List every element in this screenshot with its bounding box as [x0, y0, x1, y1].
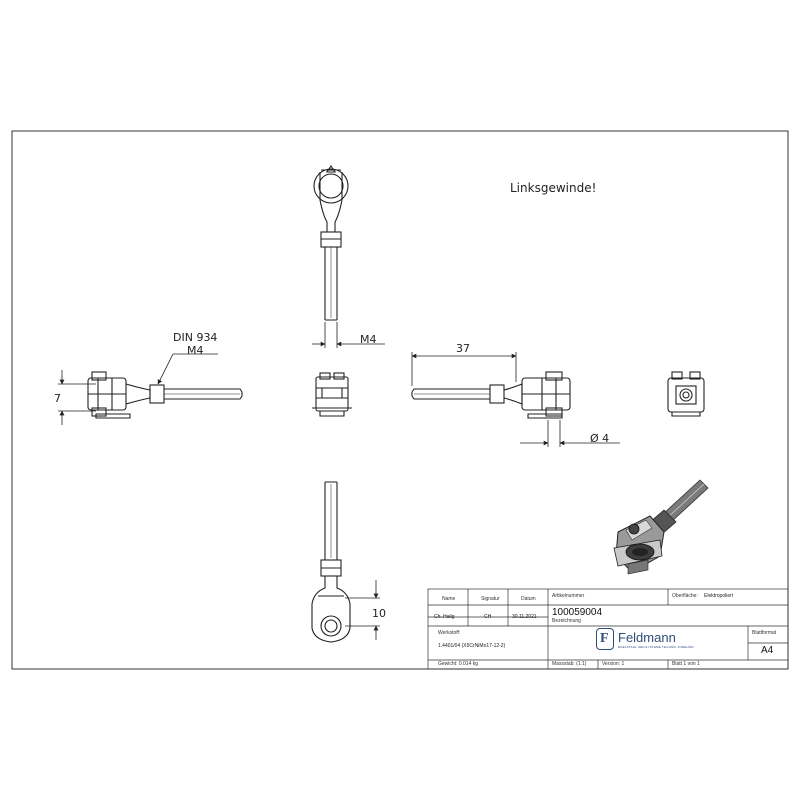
article-number-label: Artikelnummer: [552, 593, 585, 599]
height-dim-left: [58, 370, 96, 425]
thread-size-top-label: M4: [360, 333, 377, 346]
top-view: [313, 165, 349, 321]
sheet-format-label: Blattformat: [752, 630, 777, 636]
sheet-format-value: A4: [761, 645, 774, 656]
surface-value: Elektropoliert: [704, 593, 734, 599]
left-view: [87, 371, 243, 419]
thread-length-label: 37: [456, 342, 470, 355]
article-number-value: 100059004: [552, 607, 603, 618]
date-value: 30.11.2021: [512, 614, 537, 620]
pin-diameter-label: Ø 4: [590, 432, 609, 445]
surface-label: Oberfläche:: [672, 593, 698, 599]
drawing-frame: [11, 130, 789, 670]
date-header: Datum: [521, 596, 536, 602]
feldmann-logo-icon: F: [596, 628, 614, 650]
far-right-end-view: [667, 371, 705, 417]
thread-dim-top: [312, 322, 385, 348]
brand-tagline: EDELSTAHL SEILSYSTEME TECHNIK ZUBEHÖR: [618, 645, 694, 649]
nut-leader: [157, 353, 218, 385]
right-view: [411, 371, 571, 419]
isometric-view: [613, 479, 709, 575]
pin-diameter-dim: [520, 420, 620, 447]
thread-length-dim: [411, 352, 517, 386]
signature-header: Signatur: [481, 596, 500, 602]
nut-thread-label: M4: [187, 344, 204, 357]
bottom-view: [311, 481, 351, 643]
sheet-number-text: Blatt 1 von 1: [672, 661, 700, 667]
left-thread-note: Linksgewinde!: [510, 181, 596, 195]
title-block: Name Signatur Datum Artikelnummer Oberfl…: [428, 589, 788, 669]
height-bottom-label: 10: [372, 607, 386, 620]
brand-name: Feldmann: [618, 630, 676, 645]
name-header: Name: [442, 596, 456, 602]
material-label: Werkstoff:: [438, 630, 461, 636]
material-value: 1.4401/04 (X5CrNiMo17-12-2): [438, 643, 506, 649]
height-dim-bottom: [345, 580, 380, 640]
signature-value: CH: [484, 614, 492, 620]
title-block-grid: [427, 588, 789, 670]
nut-standard-label: DIN 934: [173, 331, 217, 344]
weight-text: Gewicht: 0.014 kg: [438, 661, 479, 667]
name-value: Ch. Halig: [434, 614, 455, 620]
scale-text: Massstab: (1:1): [552, 661, 587, 667]
height-left-label: 7: [54, 392, 61, 405]
center-end-view: [312, 372, 352, 417]
version-text: Version: 1: [602, 661, 625, 667]
description-label: Bezeichnung: [552, 618, 581, 624]
